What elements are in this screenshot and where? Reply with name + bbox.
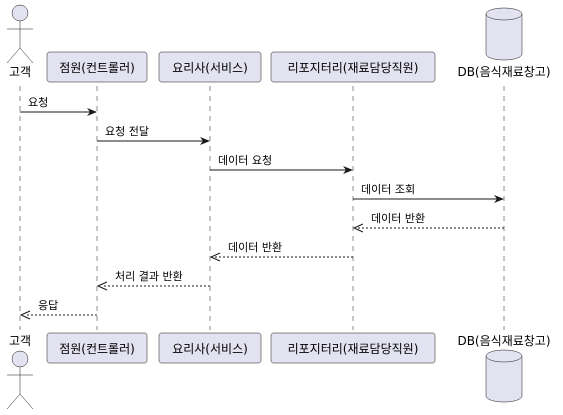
actor-customer-top: 고객 <box>6 4 34 79</box>
participant-repository-top: 리포지터리(재료담당직원) <box>270 51 436 83</box>
person-icon <box>6 4 34 64</box>
message-6: 데이터 반환 <box>209 241 353 262</box>
participant-label: 고객 <box>9 334 31 348</box>
message-5: 데이터 반환 <box>352 212 504 233</box>
participant-label: 점원(컨트롤러) <box>59 342 135 356</box>
arrow-head-icon <box>209 252 221 262</box>
message-1: 요청 <box>20 96 97 116</box>
message-label: 요청 <box>28 96 48 109</box>
message-label: 데이터 조회 <box>361 183 415 196</box>
arrow-head-icon <box>494 195 504 203</box>
arrow-head-icon <box>96 281 108 291</box>
database-icon <box>485 7 523 61</box>
participant-chef-top: 요리사(서비스) <box>158 51 262 83</box>
message-4: 데이터 조회 <box>353 183 504 203</box>
arrow-head-icon <box>200 137 210 145</box>
message-label: 처리 결과 반환 <box>115 270 183 283</box>
arrow-head-icon <box>19 310 31 320</box>
arrow-head-icon <box>352 223 364 233</box>
message-label: 응답 <box>38 299 58 312</box>
message-8: 응답 <box>19 299 97 320</box>
participant-repository-bottom: 리포지터리(재료담당직원) <box>270 332 436 364</box>
participant-clerk-top: 점원(컨트롤러) <box>46 51 148 83</box>
participant-chef-bottom: 요리사(서비스) <box>158 332 262 364</box>
participant-label: 고객 <box>9 65 31 79</box>
message-3: 데이터 요청 <box>210 154 353 174</box>
message-7: 처리 결과 반환 <box>96 270 210 291</box>
database-icon <box>485 349 523 403</box>
arrow-head-icon <box>87 108 97 116</box>
participant-label: DB(음식재료창고) <box>457 65 550 79</box>
participant-label: DB(음식재료창고) <box>457 334 550 348</box>
actor-customer-bottom: 고객 <box>6 334 34 410</box>
message-label: 요청 전달 <box>105 125 149 138</box>
arrow-head-icon <box>343 166 353 174</box>
participant-label: 점원(컨트롤러) <box>59 61 135 75</box>
person-icon <box>6 350 34 410</box>
participant-label: 리포지터리(재료담당직원) <box>288 61 419 75</box>
message-label: 데이터 요청 <box>218 154 272 167</box>
participant-label: 요리사(서비스) <box>172 342 248 356</box>
participant-label: 리포지터리(재료담당직원) <box>288 342 419 356</box>
participant-db-top: DB(음식재료창고) <box>457 7 551 79</box>
participant-db-bottom: DB(음식재료창고) <box>457 334 551 403</box>
message-label: 데이터 반환 <box>371 212 425 225</box>
message-2: 요청 전달 <box>97 125 210 145</box>
participant-clerk-bottom: 점원(컨트롤러) <box>46 332 148 364</box>
message-label: 데이터 반환 <box>228 241 282 254</box>
participant-label: 요리사(서비스) <box>172 61 248 75</box>
